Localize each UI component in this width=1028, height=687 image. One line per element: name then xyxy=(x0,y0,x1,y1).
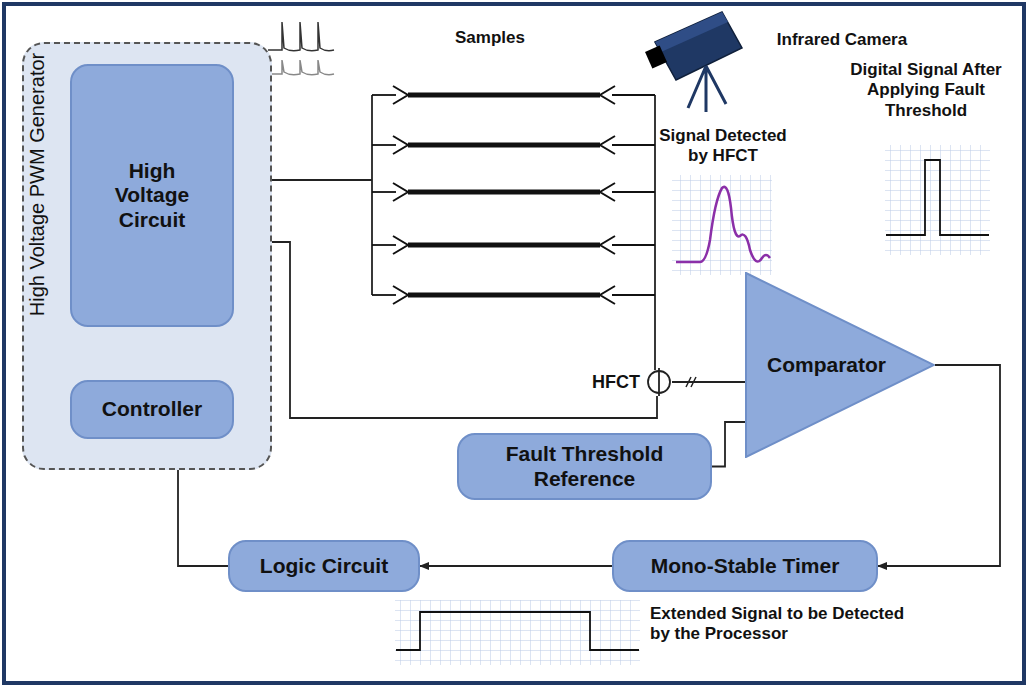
process-box: Logic Circuit xyxy=(228,540,420,592)
cable-stroke xyxy=(372,144,396,146)
connector xyxy=(420,566,612,567)
process-box: High Voltage Circuit xyxy=(70,64,234,327)
frame xyxy=(4,4,1024,683)
cable-stroke xyxy=(393,86,408,104)
sample-wiring xyxy=(232,95,655,370)
cable-samples xyxy=(372,86,655,304)
cable-stroke xyxy=(393,286,408,304)
cable-stroke xyxy=(408,190,600,195)
node-text: High Voltage PWM Generator xyxy=(26,52,49,315)
cable-stroke xyxy=(612,191,655,193)
hfct-signal-plot xyxy=(672,175,772,275)
cable-stroke xyxy=(612,294,655,296)
cable-stroke xyxy=(372,294,396,296)
connector xyxy=(878,365,1000,566)
extended-signal-plot xyxy=(395,600,640,665)
infrared-camera xyxy=(645,12,742,112)
caption-label: Signal Detected by HFCT xyxy=(648,126,798,167)
process-box: Fault Threshold Reference xyxy=(457,433,712,500)
cable-stroke xyxy=(408,143,600,148)
generator-group: High Voltage PWM Generator High Voltage C… xyxy=(22,42,272,470)
cable-stroke xyxy=(372,244,396,246)
caption-label: Infrared Camera xyxy=(752,30,932,50)
connector xyxy=(234,242,657,418)
ct-ring xyxy=(642,368,672,396)
node-text: Comparator xyxy=(767,353,886,377)
node-text: Fault Threshold Reference xyxy=(497,442,672,490)
cable-stroke xyxy=(393,183,408,201)
caption-label: Extended Signal to be Detected by the Pr… xyxy=(650,604,910,645)
cable-stroke xyxy=(612,144,655,146)
cable-stroke xyxy=(408,93,600,98)
cable-stroke xyxy=(393,236,408,254)
connector xyxy=(672,377,745,387)
cable-stroke xyxy=(408,243,600,248)
cable-stroke xyxy=(612,244,655,246)
connector xyxy=(712,422,745,467)
cable-stroke xyxy=(612,94,655,96)
caption-label: Samples xyxy=(430,28,550,48)
cable-stroke xyxy=(393,136,408,154)
pulse-train xyxy=(268,22,334,75)
node-text: HFCT xyxy=(592,372,640,393)
node-text: Controller xyxy=(102,397,202,421)
digital-signal-plot xyxy=(885,145,990,255)
process-box: Controller xyxy=(70,380,234,439)
node-text: High Voltage Circuit xyxy=(100,159,204,231)
cable-stroke xyxy=(372,94,396,96)
caption-label: Digital Signal After Applying Fault Thre… xyxy=(840,60,1012,121)
sensor-hfct: HFCT xyxy=(586,368,672,396)
comparator-triangle: Comparator xyxy=(745,272,935,458)
node-text: Mono-Stable Timer xyxy=(651,554,840,578)
node-text: Logic Circuit xyxy=(260,554,388,578)
cable-stroke xyxy=(408,293,600,298)
process-box: Mono-Stable Timer xyxy=(612,540,878,592)
cable-stroke xyxy=(372,191,396,193)
